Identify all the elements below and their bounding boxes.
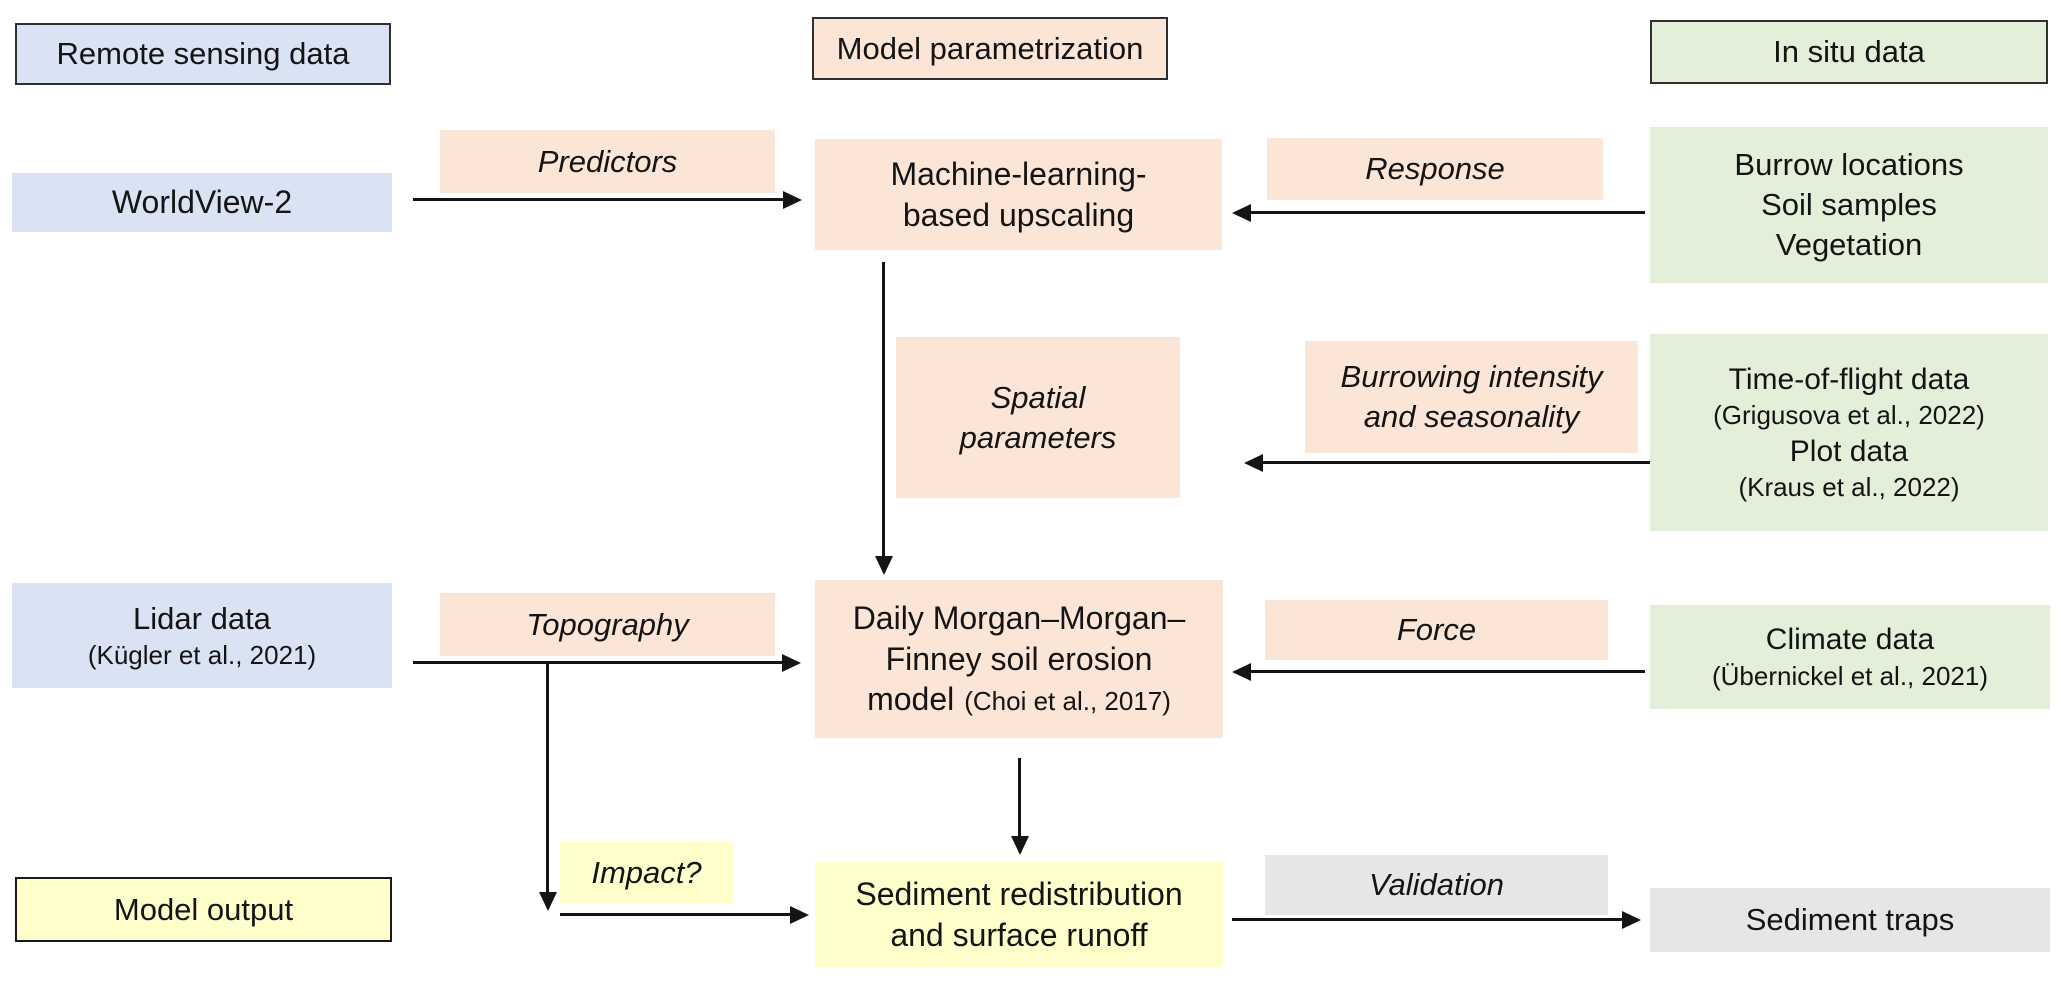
- edge-label-topography: Topography: [440, 593, 775, 656]
- node-sediment-traps: Sediment traps: [1650, 888, 2050, 952]
- arrow-burrowing-head: [1244, 454, 1263, 472]
- node-time-of-flight-plot-data: Time-of-flight data (Grigusova et al., 2…: [1650, 334, 2048, 531]
- edge-label-burrowing-intensity: Burrowing intensity and seasonality: [1305, 341, 1638, 453]
- arrow-topography-head: [782, 654, 801, 672]
- arrow-topography-branch-line: [546, 664, 549, 892]
- arrow-burrowing-line: [1263, 461, 1650, 464]
- arrow-response-line: [1251, 211, 1645, 214]
- edge-label-force: Force: [1265, 600, 1608, 660]
- node-machine-learning-upscaling: Machine-learning- based upscaling: [815, 139, 1222, 250]
- header-model-output: Model output: [15, 877, 392, 942]
- header-in-situ-data: In situ data: [1650, 20, 2048, 84]
- header-model-parametrization: Model parametrization: [812, 17, 1168, 80]
- node-sediment-redistribution: Sediment redistribution and surface runo…: [815, 862, 1223, 967]
- arrow-topography-line: [413, 661, 782, 664]
- arrow-force-line: [1251, 670, 1645, 673]
- arrow-predictors-head: [783, 191, 802, 209]
- node-burrow-soil-vegetation: Burrow locations Soil samples Vegetation: [1650, 127, 2048, 283]
- header-model-parametrization-label: Model parametrization: [836, 30, 1144, 66]
- node-lidar-data: Lidar data (Kügler et al., 2021): [12, 583, 392, 688]
- edge-label-predictors: Predictors: [440, 130, 775, 193]
- arrow-mmf-to-sediment-head: [1011, 836, 1029, 855]
- node-daily-mmf-model: Daily Morgan–Morgan– Finney soil erosion…: [815, 580, 1223, 738]
- header-in-situ-label: In situ data: [1773, 34, 1925, 70]
- header-remote-sensing-data: Remote sensing data: [15, 23, 391, 85]
- arrow-validation-head: [1622, 911, 1641, 929]
- arrow-ml-to-mmf-line: [882, 262, 885, 556]
- arrow-validation-line: [1232, 918, 1622, 921]
- arrow-response-head: [1232, 204, 1251, 222]
- edge-label-impact: Impact?: [560, 842, 733, 903]
- arrow-topography-branch-head: [539, 892, 557, 911]
- arrow-impact-head: [790, 906, 809, 924]
- header-remote-sensing-label: Remote sensing data: [56, 36, 350, 72]
- edge-label-spatial-parameters: Spatial parameters: [896, 337, 1180, 498]
- node-worldview-2: WorldView-2: [12, 173, 392, 232]
- worldview-label: WorldView-2: [111, 184, 293, 221]
- arrow-mmf-to-sediment-line: [1018, 758, 1021, 836]
- arrow-force-head: [1232, 663, 1251, 681]
- node-climate-data: Climate data (Übernickel et al., 2021): [1650, 605, 2050, 709]
- edge-label-response: Response: [1267, 138, 1603, 200]
- arrow-ml-to-mmf-head: [875, 556, 893, 575]
- edge-label-validation: Validation: [1265, 855, 1608, 915]
- arrow-impact-line: [560, 913, 790, 916]
- arrow-predictors-line: [413, 198, 783, 201]
